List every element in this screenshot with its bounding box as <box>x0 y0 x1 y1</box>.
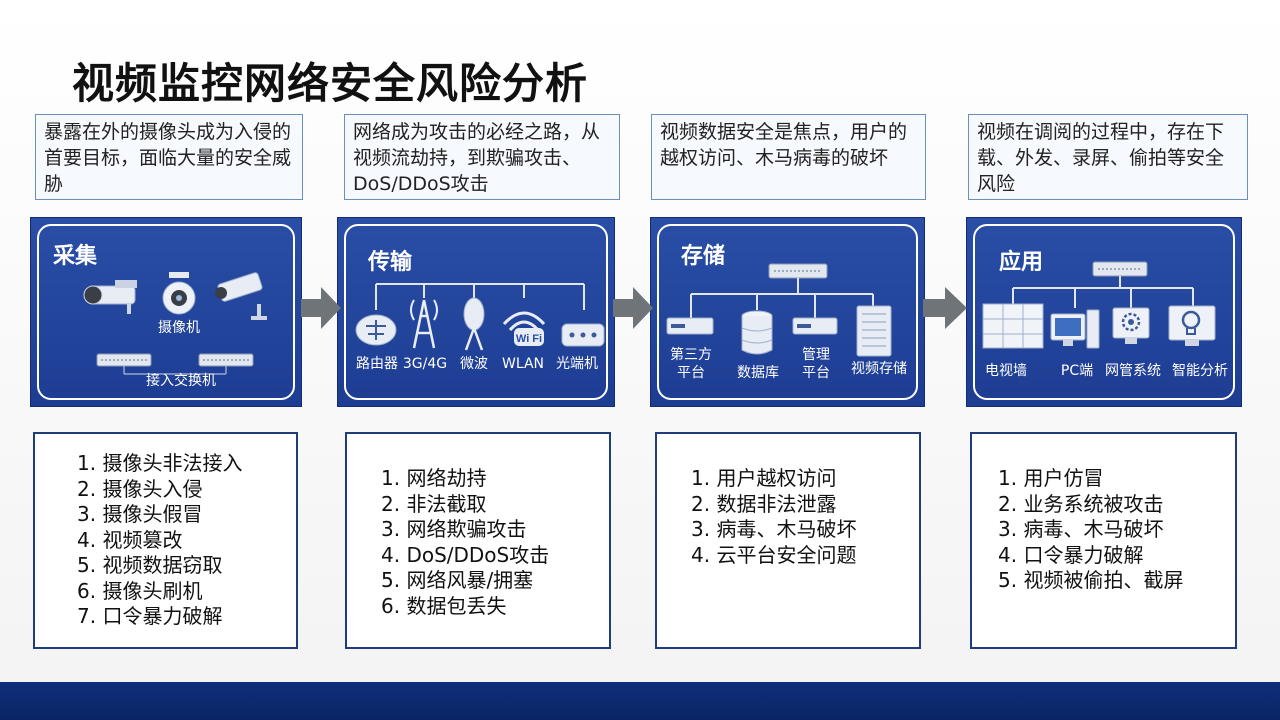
description-storage: 视频数据安全是焦点，用户的越权访问、木马病毒的破坏 <box>651 114 926 200</box>
list-item: 4. 视频篡改 <box>77 527 183 552</box>
risk-list-storage: 1. 用户越权访问 2. 数据非法泄露 3. 病毒、木马破坏 4. 云平台安全问… <box>655 432 921 649</box>
cell-tower-icon <box>410 299 438 349</box>
list-item: 3. 摄像头假冒 <box>77 502 203 526</box>
panel-title-storage: 存储 <box>681 244 726 269</box>
risk-list-apply: 1. 用户仿冒 2. 业务系统被攻击 3. 病毒、木马破坏 4. 口令暴力破解 … <box>970 432 1237 649</box>
list-item: 1. 网络劫持 <box>381 466 487 490</box>
list-item: 1. 用户仿冒 <box>998 466 1104 490</box>
list-item: 2. 业务系统被攻击 <box>998 491 1164 516</box>
label-pc-terminal: PC端 <box>1060 363 1094 379</box>
security-camera-icon <box>215 272 267 320</box>
label-3g4g: 3G/4G <box>402 356 448 372</box>
label-optical-transceiver: 光端机 <box>556 356 598 372</box>
list-item: 1. 摄像头非法接入 <box>77 451 243 475</box>
panel-collect: 采集 摄像机 接入交换机 <box>30 217 302 407</box>
list-item: 5. 视频被偷拍、截屏 <box>998 568 1184 592</box>
list-item: 2. 非法截取 <box>381 491 487 516</box>
switch-icon <box>96 353 152 367</box>
switch-icon <box>768 263 828 279</box>
label-microwave: 微波 <box>460 356 488 372</box>
label-network-management: 网管系统 <box>1105 363 1161 379</box>
list-item: 3. 网络欺骗攻击 <box>381 517 527 541</box>
list-item: 4. 云平台安全问题 <box>691 542 857 567</box>
label-database: 数据库 <box>737 365 779 381</box>
risk-list-transmit: 1. 网络劫持 2. 非法截取 3. 网络欺骗攻击 4. DoS/DDoS攻击 … <box>345 432 611 649</box>
switch-icon <box>1092 261 1148 277</box>
label-video-wall: 电视墙 <box>985 363 1027 379</box>
storage-diagram <box>666 263 892 357</box>
list-item: 5. 网络风暴/拥塞 <box>381 568 534 592</box>
list-item: 6. 摄像头刷机 <box>77 578 203 603</box>
list-item: 5. 视频数据窃取 <box>77 553 223 577</box>
label-access-switch: 接入交换机 <box>146 373 216 389</box>
description-transmit: 网络成为攻击的必经之路，从视频流劫持，到欺骗攻击、DoS/DDoS攻击 <box>344 114 620 200</box>
label-third-party-platform: 第三方 平台 <box>670 347 712 381</box>
arrow-right-icon <box>613 287 653 329</box>
transmit-diagram: Wi Fi <box>355 283 605 351</box>
storage-rack-icon <box>856 305 892 357</box>
description-collect: 暴露在外的摄像头成为入侵的首要目标，面临大量的安全威胁 <box>35 114 303 200</box>
optical-transceiver-icon <box>561 323 605 347</box>
label-video-storage: 视频存储 <box>851 361 907 377</box>
label-camera: 摄像机 <box>158 320 200 336</box>
panel-title-collect: 采集 <box>53 244 98 269</box>
list-item: 2. 摄像头入侵 <box>77 476 203 501</box>
server-icon <box>792 317 838 335</box>
database-icon <box>741 310 773 355</box>
panel-apply: 应用 电视墙 PC端 网管系统 智能分析 <box>966 217 1242 407</box>
list-item: 3. 病毒、木马破坏 <box>998 517 1164 541</box>
video-wall-icon <box>982 303 1044 349</box>
footer-bar <box>0 682 1280 720</box>
label-router: 路由器 <box>356 356 398 372</box>
list-item: 3. 病毒、木马破坏 <box>691 517 857 541</box>
panel-title-transmit: 传输 <box>368 250 413 275</box>
wifi-icon: Wi Fi <box>502 311 546 346</box>
list-item: 2. 数据非法泄露 <box>691 491 837 516</box>
microwave-antenna-icon <box>463 297 485 351</box>
pc-icon <box>1050 309 1100 349</box>
description-apply: 视频在调阅的过程中，存在下载、外发、录屏、偷拍等安全风险 <box>968 114 1248 200</box>
list-item: 1. 用户越权访问 <box>691 466 837 490</box>
arrow-right-icon <box>923 287 967 329</box>
list-item: 4. 口令暴力破解 <box>998 542 1144 567</box>
bullet-camera-icon <box>83 280 137 314</box>
arrow-right-icon <box>301 287 341 329</box>
panel-transmit: Wi Fi 传输 路由器 3G/4G 微波 WLAN 光端机 <box>337 217 615 407</box>
label-intelligent-analysis: 智能分析 <box>1172 363 1228 379</box>
list-item: 7. 口令暴力破解 <box>77 604 223 628</box>
panel-title-apply: 应用 <box>999 250 1044 275</box>
server-icon <box>666 317 714 335</box>
switch-icon <box>198 353 254 367</box>
intelligent-analysis-icon <box>1168 305 1216 346</box>
page-title: 视频监控网络安全风险分析 <box>72 59 589 108</box>
svg-text:Wi Fi: Wi Fi <box>516 333 542 345</box>
risk-list-collect: 1. 摄像头非法接入 2. 摄像头入侵 3. 摄像头假冒 4. 视频篡改 5. … <box>33 432 298 649</box>
label-wlan: WLAN <box>501 356 544 372</box>
panel-storage: 存储 第三方 平台 数据库 管理 平台 视频存储 <box>650 217 925 407</box>
network-management-icon <box>1112 307 1150 344</box>
list-item: 6. 数据包丢失 <box>381 593 507 618</box>
apply-diagram <box>982 261 1216 349</box>
router-icon <box>355 314 397 346</box>
label-management-platform: 管理 平台 <box>802 347 830 381</box>
list-item: 4. DoS/DDoS攻击 <box>381 542 550 567</box>
collect-diagram <box>83 272 267 375</box>
dome-camera-icon <box>162 272 196 315</box>
